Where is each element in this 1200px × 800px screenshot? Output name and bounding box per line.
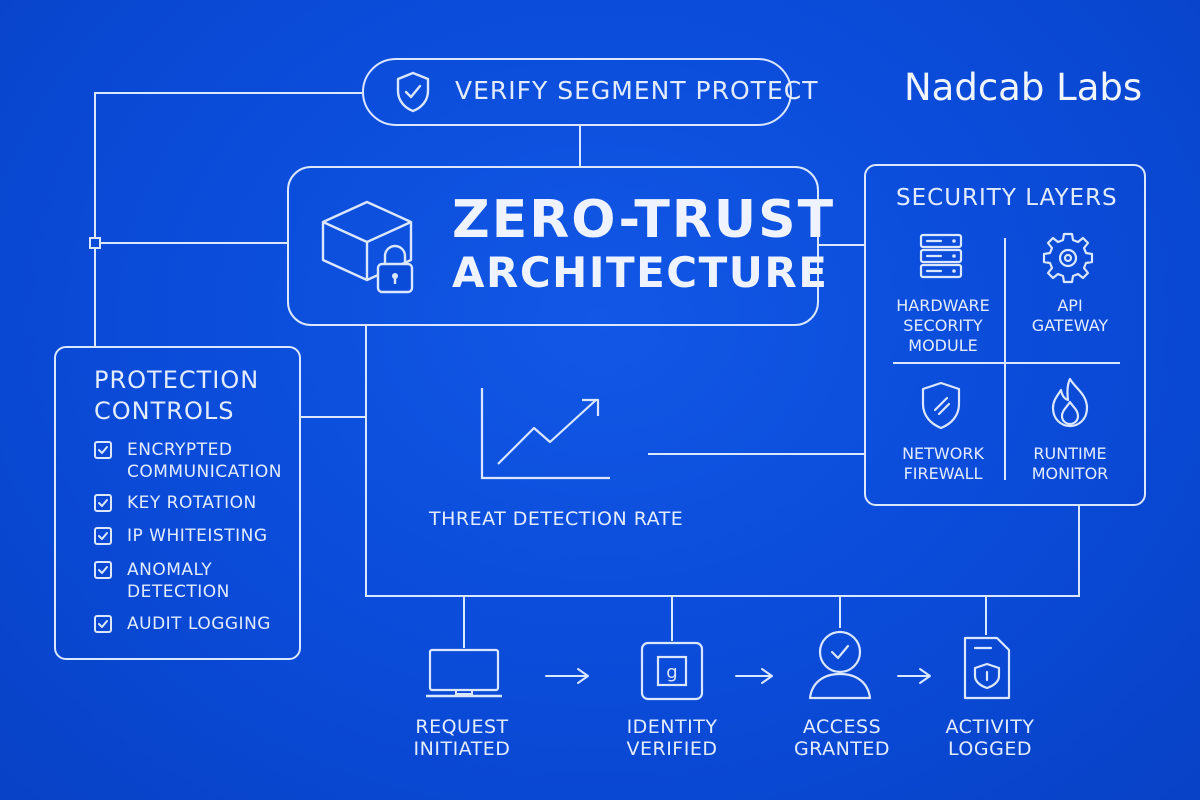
layer-label-api: API GATEWAY xyxy=(1005,296,1135,336)
protection-controls-title-line1: PROTECTION xyxy=(94,366,260,394)
checkbox-icon xyxy=(94,615,112,633)
layer-label-line: MONITOR xyxy=(1031,464,1109,483)
control-item-ip-whitelisting: IP WHITEISTING xyxy=(127,525,268,547)
checkbox-icon xyxy=(94,494,112,512)
layer-label-line: SECORITY xyxy=(903,316,983,335)
cube-lock-icon xyxy=(321,200,414,294)
control-item-line: IP WHITEISTING xyxy=(127,526,268,546)
shield-icon xyxy=(921,381,961,430)
junction-node xyxy=(89,237,101,249)
flow-step-identity: IDENTITY VERIFIED xyxy=(602,716,742,760)
flow-step-activity: ACTIVITY LOGGED xyxy=(920,716,1060,760)
layer-label-line: GATEWAY xyxy=(1031,316,1109,335)
layer-label-runtime: RUNTIME MONITOR xyxy=(1005,444,1135,484)
flow-step-line: VERIFIED xyxy=(626,738,718,760)
arrow-right-icon xyxy=(897,668,931,684)
protection-controls-panel xyxy=(54,346,301,660)
control-item-encrypted: ENCRYPTED COMMUNICATION xyxy=(127,439,282,483)
flow-step-line: ACCESS xyxy=(802,716,882,738)
shield-check-icon xyxy=(396,71,430,113)
core-title-line1: ZERO-TRUST xyxy=(452,190,836,250)
wire-pill-left xyxy=(94,92,362,346)
control-item-line: COMMUNICATION xyxy=(127,462,282,482)
flow-step-line: IDENTITY xyxy=(626,716,718,738)
brand-logo-text: Nadcab Labs xyxy=(904,66,1143,109)
tagline-pill xyxy=(362,58,792,126)
flow-step-line: REQUEST xyxy=(415,716,509,738)
layer-label-line: HARDWARE xyxy=(896,296,990,315)
arrow-right-icon xyxy=(545,668,589,684)
svg-text:g: g xyxy=(666,662,677,683)
security-layers-title: SECURITY LAYERS xyxy=(896,185,1118,211)
layer-label-line: API xyxy=(1057,296,1083,315)
control-item-line: DETECTION xyxy=(127,582,230,602)
document-shield-icon xyxy=(963,636,1011,700)
laptop-icon xyxy=(426,648,502,698)
flow-step-line: ACTIVITY xyxy=(945,716,1035,738)
core-title-line2: ARCHITECTURE xyxy=(452,248,829,297)
security-layers-panel xyxy=(864,164,1146,506)
control-item-key-rotation: KEY ROTATION xyxy=(127,492,257,514)
server-icon xyxy=(919,233,963,279)
control-item-audit: AUDIT LOGGING xyxy=(127,613,271,635)
checkbox-icon xyxy=(94,441,112,459)
control-item-line: AUDIT LOGGING xyxy=(127,614,271,634)
layer-label-line: NETWORK xyxy=(902,444,984,463)
control-item-line: KEY ROTATION xyxy=(127,493,257,513)
gear-icon xyxy=(1042,232,1094,284)
protection-controls-title-line2: CONTROLS xyxy=(94,397,235,425)
zero-trust-box xyxy=(287,166,819,326)
wire-main-frame xyxy=(365,326,1080,597)
flow-step-line: INITIATED xyxy=(413,738,511,760)
layer-label-line: FIREWALL xyxy=(903,464,983,483)
layer-label-line: RUNTIME xyxy=(1033,444,1107,463)
checkbox-icon xyxy=(94,527,112,545)
layer-label-firewall: NETWORK FIREWALL xyxy=(878,444,1008,484)
user-check-icon xyxy=(808,630,872,700)
checkbox-icon xyxy=(94,561,112,579)
flow-step-access: ACCESS GRANTED xyxy=(772,716,912,760)
flow-step-line: GRANTED xyxy=(793,738,891,760)
tagline-text: VERIFY SEGMENT PROTECT xyxy=(455,76,819,105)
flow-step-line: LOGGED xyxy=(948,738,1032,760)
control-item-line: ANOMALY xyxy=(127,560,213,580)
control-item-line: ENCRYPTED xyxy=(127,440,233,460)
flame-icon xyxy=(1051,377,1089,428)
threat-detection-label: THREAT DETECTION RATE xyxy=(429,508,684,530)
arrow-right-icon xyxy=(735,668,773,684)
layer-label-hardware: HARDWARE SECORITY MODULE xyxy=(878,296,1008,356)
id-badge-icon: g xyxy=(640,641,704,701)
layer-label-line: MODULE xyxy=(908,336,978,355)
trend-chart-icon xyxy=(480,388,610,480)
flow-step-request: REQUEST INITIATED xyxy=(392,716,532,760)
control-item-anomaly: ANOMALY DETECTION xyxy=(127,559,230,603)
